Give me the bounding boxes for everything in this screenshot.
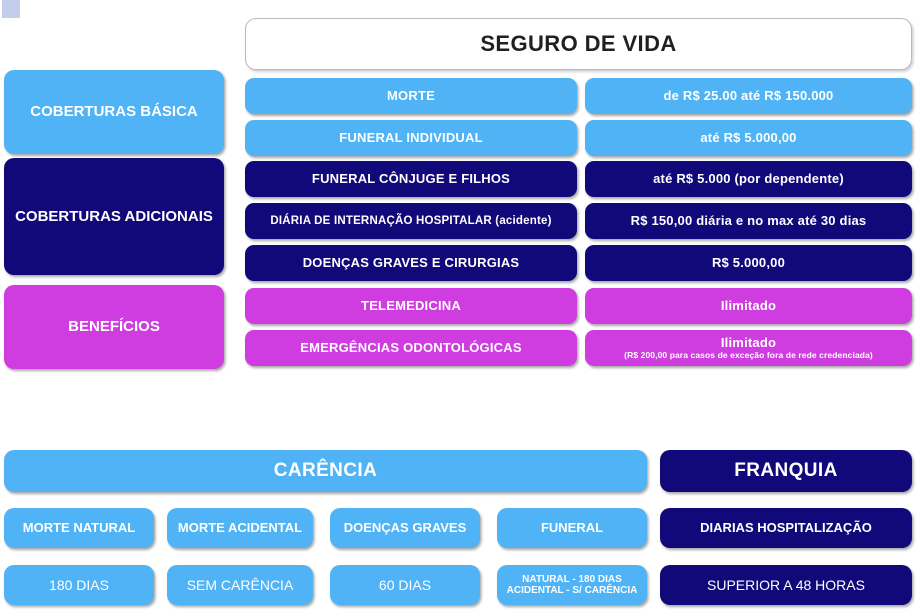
carencia-label-text: MORTE ACIDENTAL bbox=[177, 519, 303, 535]
section-header-carencia[interactable]: CARÊNCIA bbox=[4, 450, 647, 492]
row-value-text: até R$ 5.000 (por dependente) bbox=[653, 170, 844, 186]
row-label-morte[interactable]: MORTE bbox=[245, 78, 577, 114]
row-label-text: DIÁRIA DE INTERNAÇÃO HOSPITALAR (acident… bbox=[270, 214, 552, 227]
row-value-doencas-graves-cirurgias[interactable]: R$ 5.000,00 bbox=[585, 245, 912, 281]
row-label-text: DOENÇAS GRAVES E CIRURGIAS bbox=[302, 254, 520, 270]
row-label-emergencias-odontologicas[interactable]: EMERGÊNCIAS ODONTOLÓGICAS bbox=[245, 330, 577, 366]
franquia-label-diarias-hospitalizacao[interactable]: DIARIAS HOSPITALIZAÇÃO bbox=[660, 508, 912, 548]
carencia-value-text: 60 DIAS bbox=[378, 576, 432, 593]
row-value-note: (R$ 200,00 para casos de exceção fora de… bbox=[624, 349, 873, 360]
carencia-value-text: SEM CARÊNCIA bbox=[186, 576, 294, 593]
category-coberturas-basica[interactable]: COBERTURAS BÁSICA bbox=[4, 70, 224, 154]
category-label: COBERTURAS ADICIONAIS bbox=[15, 207, 213, 225]
carencia-value-line2: ACIDENTAL - S/ CARÊNCIA bbox=[506, 585, 638, 596]
row-value-funeral-conjuge-filhos[interactable]: até R$ 5.000 (por dependente) bbox=[585, 161, 912, 197]
franquia-label-text: DIARIAS HOSPITALIZAÇÃO bbox=[700, 519, 872, 535]
carencia-label-text: MORTE NATURAL bbox=[22, 519, 136, 535]
carencia-value-text: 180 DIAS bbox=[49, 576, 109, 593]
section-header-franquia[interactable]: FRANQUIA bbox=[660, 450, 912, 492]
row-label-funeral-conjuge-filhos[interactable]: FUNERAL CÔNJUGE E FILHOS bbox=[245, 161, 577, 197]
franquia-value-diarias-hospitalizacao[interactable]: SUPERIOR A 48 HORAS bbox=[660, 565, 912, 605]
carencia-label-text: FUNERAL bbox=[540, 519, 604, 535]
row-label-diaria-internacao[interactable]: DIÁRIA DE INTERNAÇÃO HOSPITALAR (acident… bbox=[245, 203, 577, 239]
carencia-label-morte-acidental[interactable]: MORTE ACIDENTAL bbox=[167, 508, 313, 548]
carencia-label-morte-natural[interactable]: MORTE NATURAL bbox=[4, 508, 154, 548]
row-value-text: de R$ 25.00 até R$ 150.000 bbox=[663, 87, 834, 103]
section-header-text: FRANQUIA bbox=[734, 460, 838, 481]
carencia-value-line1: NATURAL - 180 DIAS bbox=[522, 573, 622, 585]
row-label-telemedicina[interactable]: TELEMEDICINA bbox=[245, 288, 577, 324]
row-value-text: Ilimitado bbox=[720, 297, 777, 313]
carencia-label-funeral[interactable]: FUNERAL bbox=[497, 508, 647, 548]
franquia-value-text: SUPERIOR A 48 HORAS bbox=[707, 576, 865, 593]
carencia-label-doencas-graves[interactable]: DOENÇAS GRAVES bbox=[330, 508, 480, 548]
carencia-value-funeral[interactable]: NATURAL - 180 DIAS ACIDENTAL - S/ CARÊNC… bbox=[497, 565, 647, 605]
row-value-text: R$ 5.000,00 bbox=[711, 254, 786, 270]
corner-marker bbox=[2, 0, 20, 18]
carencia-label-text: DOENÇAS GRAVES bbox=[343, 519, 467, 535]
carencia-value-doencas-graves[interactable]: 60 DIAS bbox=[330, 565, 480, 605]
page-title-text: SEGURO DE VIDA bbox=[480, 31, 677, 56]
row-label-text: MORTE bbox=[387, 87, 435, 103]
row-label-text: FUNERAL INDIVIDUAL bbox=[339, 129, 483, 145]
row-value-diaria-internacao[interactable]: R$ 150,00 diária e no max até 30 dias bbox=[585, 203, 912, 239]
carencia-value-morte-natural[interactable]: 180 DIAS bbox=[4, 565, 154, 605]
row-value-funeral-individual[interactable]: até R$ 5.000,00 bbox=[585, 120, 912, 156]
row-label-doencas-graves-cirurgias[interactable]: DOENÇAS GRAVES E CIRURGIAS bbox=[245, 245, 577, 281]
row-label-text: EMERGÊNCIAS ODONTOLÓGICAS bbox=[300, 339, 522, 355]
row-value-telemedicina[interactable]: Ilimitado bbox=[585, 288, 912, 324]
row-value-morte[interactable]: de R$ 25.00 até R$ 150.000 bbox=[585, 78, 912, 114]
row-value-emergencias-odontologicas[interactable]: Ilimitado (R$ 200,00 para casos de exceç… bbox=[585, 330, 912, 366]
page-title: SEGURO DE VIDA bbox=[245, 18, 912, 70]
section-header-text: CARÊNCIA bbox=[273, 460, 378, 481]
row-value-text: Ilimitado bbox=[720, 334, 777, 350]
row-label-funeral-individual[interactable]: FUNERAL INDIVIDUAL bbox=[245, 120, 577, 156]
category-label: BENEFÍCIOS bbox=[68, 318, 160, 335]
row-label-text: TELEMEDICINA bbox=[361, 297, 461, 313]
category-coberturas-adicionais[interactable]: COBERTURAS ADICIONAIS bbox=[4, 158, 224, 275]
row-label-text: FUNERAL CÔNJUGE E FILHOS bbox=[311, 170, 511, 186]
category-beneficios[interactable]: BENEFÍCIOS bbox=[4, 285, 224, 369]
carencia-value-morte-acidental[interactable]: SEM CARÊNCIA bbox=[167, 565, 313, 605]
row-value-text: até R$ 5.000,00 bbox=[700, 129, 797, 145]
row-value-text: R$ 150,00 diária e no max até 30 dias bbox=[630, 212, 867, 228]
category-label: COBERTURAS BÁSICA bbox=[30, 103, 198, 120]
